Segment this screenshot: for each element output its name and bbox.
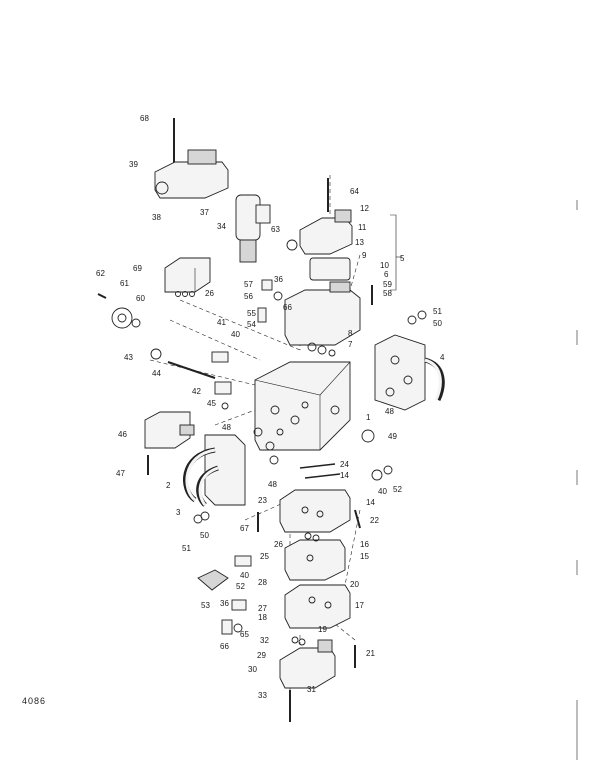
block-17 — [284, 584, 351, 629]
callout: 37 — [200, 208, 209, 217]
callout: 24 — [340, 460, 349, 469]
callout: 19 — [318, 625, 327, 634]
callout: 29 — [257, 651, 266, 660]
callout: 42 — [192, 387, 201, 396]
callout: 65 — [240, 630, 249, 639]
callout: 69 — [133, 264, 142, 273]
callout: 44 — [152, 369, 161, 378]
callout: 58 — [383, 289, 392, 298]
callout: 4 — [440, 353, 445, 362]
callout: 9 — [362, 251, 367, 260]
callout: 62 — [96, 269, 105, 278]
callout: 31 — [307, 685, 316, 694]
callout: 22 — [370, 516, 379, 525]
block-29 — [279, 639, 336, 689]
callout: 3 — [176, 508, 181, 517]
callout: 34 — [217, 222, 226, 231]
callout: 54 — [247, 320, 256, 329]
solenoid-valve-11 — [286, 209, 353, 255]
callout: 56 — [244, 292, 253, 301]
callout: 40 — [231, 330, 240, 339]
callout: 60 — [136, 294, 145, 303]
callout: 21 — [366, 649, 375, 658]
callout: 12 — [360, 204, 369, 213]
callout: 52 — [236, 582, 245, 591]
callout: 40 — [240, 571, 249, 580]
block-69 — [164, 257, 211, 293]
solenoid-valve-39 — [154, 149, 229, 199]
callout: 66 — [283, 303, 292, 312]
callout: 39 — [129, 160, 138, 169]
callout: 50 — [200, 531, 209, 540]
callout: 36 — [274, 275, 283, 284]
callout: 48 — [385, 407, 394, 416]
callout: 63 — [271, 225, 280, 234]
callout: 25 — [260, 552, 269, 561]
callout: 17 — [355, 601, 364, 610]
callout: 23 — [258, 496, 267, 505]
callout: 28 — [258, 578, 267, 587]
block-46 — [144, 411, 195, 449]
callout: 59 — [383, 280, 392, 289]
callout: 64 — [350, 187, 359, 196]
callout: 33 — [258, 691, 267, 700]
callout: 51 — [182, 544, 191, 553]
block-23 — [279, 489, 351, 533]
callout: 53 — [201, 601, 210, 610]
callout: 48 — [268, 480, 277, 489]
callout: 49 — [388, 432, 397, 441]
callout: 10 — [380, 261, 389, 270]
callout: 41 — [217, 318, 226, 327]
callout: 46 — [118, 430, 127, 439]
callout: 20 — [350, 580, 359, 589]
callout: 26 — [274, 540, 283, 549]
callout: 15 — [360, 552, 369, 561]
callout: 14 — [340, 471, 349, 480]
callout: 11 — [358, 223, 367, 232]
callout: 27 — [258, 604, 267, 613]
callout: 45 — [207, 399, 216, 408]
callout: 7 — [348, 340, 353, 349]
cartridge-34 — [235, 194, 271, 263]
callout: 26 — [205, 289, 214, 298]
callout: 6 — [384, 270, 389, 279]
callout: 5 — [400, 254, 405, 263]
cover-plate-4 — [374, 334, 445, 411]
callout: 32 — [260, 636, 269, 645]
callout: 13 — [355, 238, 364, 247]
callout: 1 — [366, 413, 371, 422]
callout: 2 — [166, 481, 171, 490]
callout: 66 — [220, 642, 229, 651]
callout: 8 — [348, 329, 353, 338]
callout: 57 — [244, 280, 253, 289]
figure-number: 4086 — [22, 696, 47, 706]
callout: 14 — [366, 498, 375, 507]
callout: 38 — [152, 213, 161, 222]
callout: 30 — [248, 665, 257, 674]
callout: 55 — [247, 309, 256, 318]
callout: 47 — [116, 469, 125, 478]
callout: 51 — [433, 307, 442, 316]
callout: 40 — [378, 487, 387, 496]
callout: 48 — [222, 423, 231, 432]
callout: 16 — [360, 540, 369, 549]
callout: 43 — [124, 353, 133, 362]
flange-2 — [182, 434, 246, 507]
callout: 36 — [220, 599, 229, 608]
callout: 61 — [120, 279, 129, 288]
callout: 50 — [433, 319, 442, 328]
valve-stack-10 — [284, 257, 361, 346]
main-block-1 — [254, 361, 351, 451]
callout: 18 — [258, 613, 267, 622]
callout: 67 — [240, 524, 249, 533]
callout: 68 — [140, 114, 149, 123]
callout: 52 — [393, 485, 402, 494]
